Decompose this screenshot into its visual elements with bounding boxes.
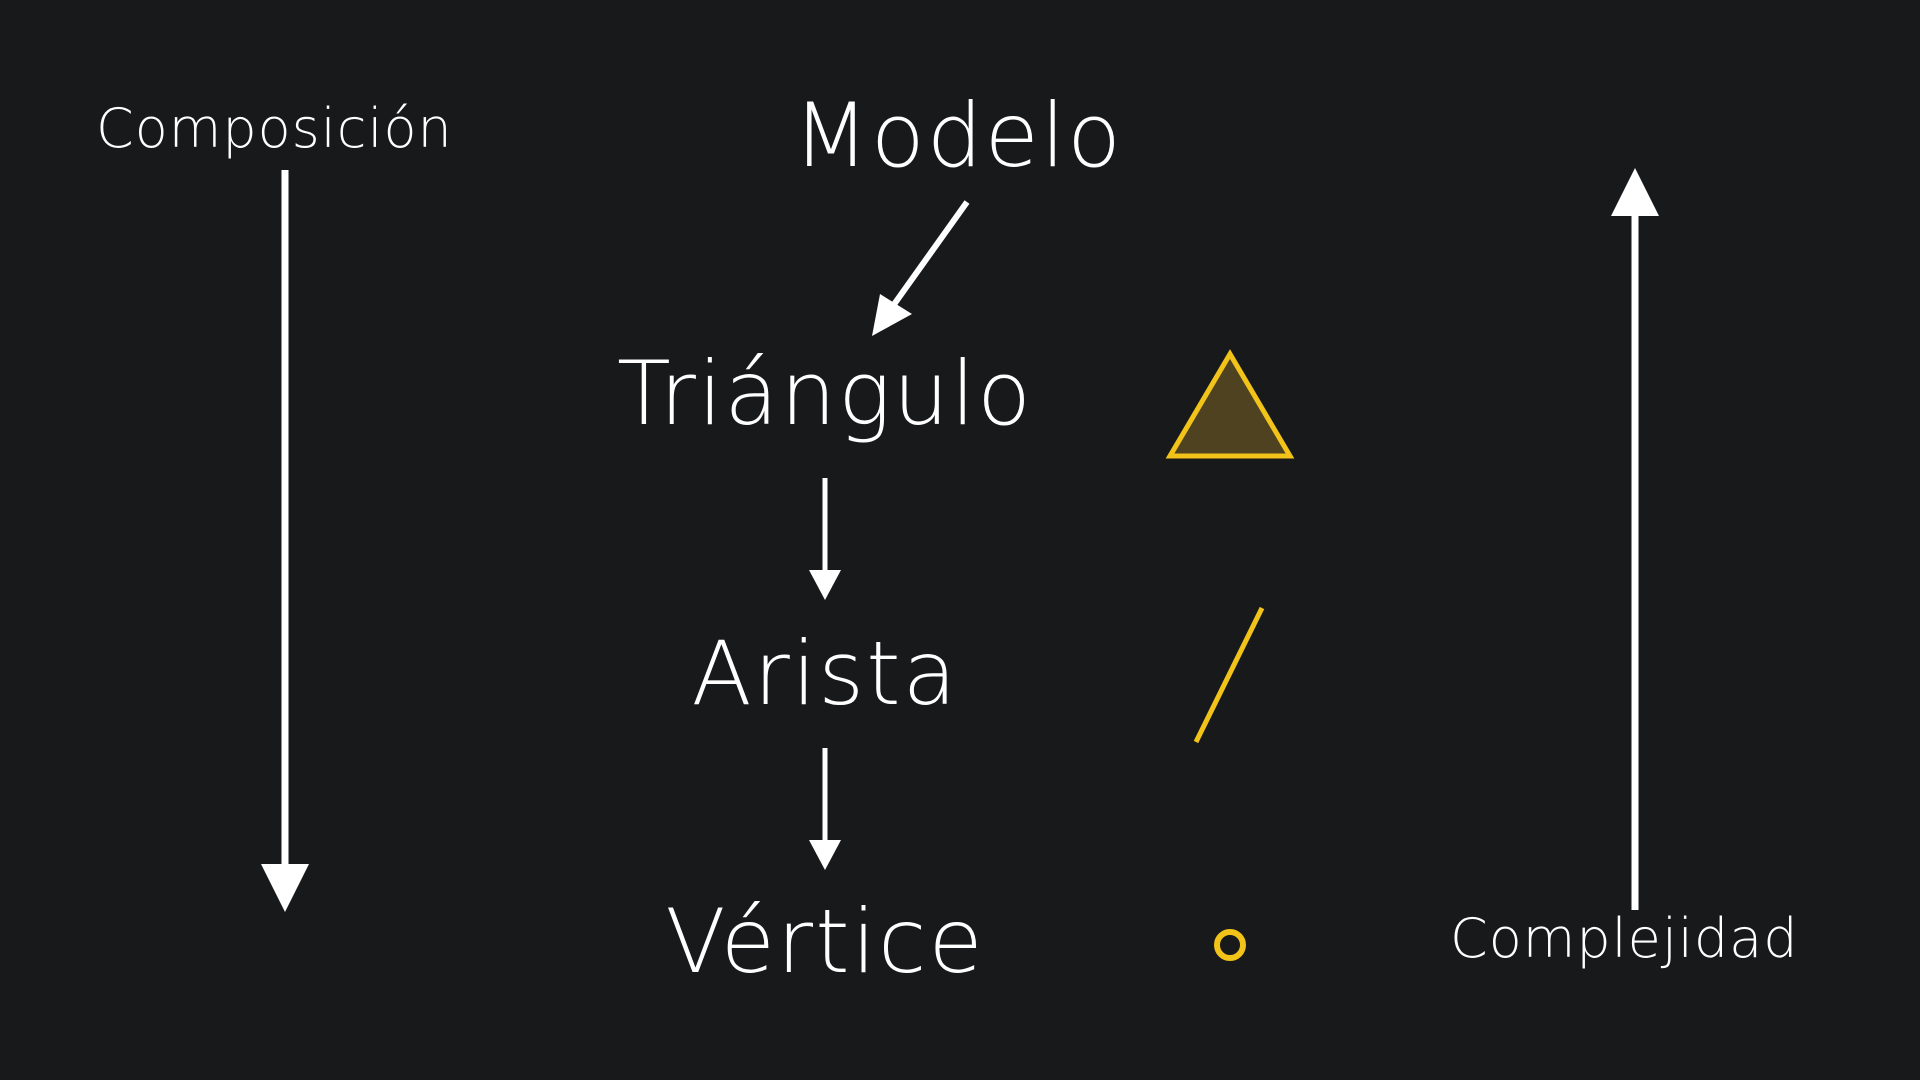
node-label-vertice: Vértice: [665, 890, 985, 993]
node-label-modelo: Modelo: [792, 84, 1124, 187]
node-label-triangulo: Triángulo: [616, 342, 1034, 445]
arista-to-vertice-arrow: [809, 748, 841, 870]
complexity-arrow: [1611, 168, 1659, 910]
composition-arrow: [261, 170, 309, 912]
triangulo-to-arista-arrow: [809, 478, 841, 600]
modelo-to-triangulo-arrow: [872, 200, 970, 336]
complexity-label: Complejidad: [1450, 907, 1799, 970]
edge-icon: [1193, 606, 1265, 744]
node-label-arista: Arista: [691, 622, 959, 725]
vertex-icon: [1214, 929, 1246, 961]
composition-label: Composición: [96, 97, 453, 160]
triangle-icon: [1165, 349, 1295, 459]
